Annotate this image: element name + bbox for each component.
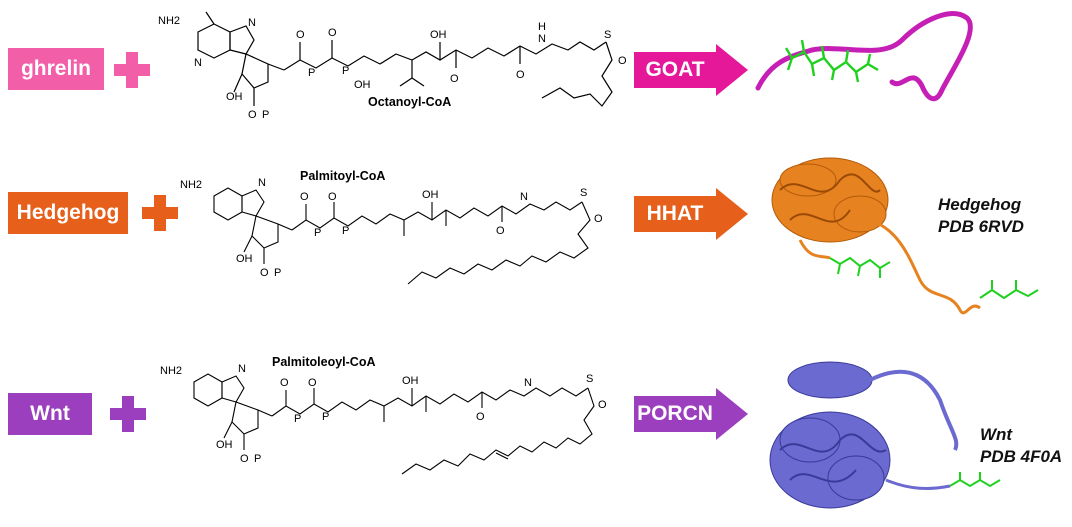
protein-structure-wnt	[769, 361, 1001, 509]
svg-text:O: O	[248, 109, 257, 121]
svg-text:OH: OH	[226, 91, 243, 103]
svg-text:O: O	[240, 453, 249, 465]
svg-text:S: S	[604, 29, 611, 41]
molecule-octanoyl-coa: NH2 N N OH O P O P O P OH OH O O N H S O…	[158, 11, 627, 121]
svg-text:O: O	[296, 29, 305, 41]
svg-text:P: P	[342, 225, 349, 237]
protein-label-hedgehog: Hedgehog	[8, 192, 128, 234]
svg-text:P: P	[342, 65, 349, 77]
svg-text:S: S	[586, 373, 593, 385]
pdb-caption-hedgehog: Hedgehog PDB 6RVD	[938, 194, 1058, 238]
svg-text:N: N	[258, 177, 266, 189]
svg-text:N: N	[248, 17, 256, 29]
arrow-goat	[634, 44, 748, 96]
protein-label-ghrelin: ghrelin	[8, 48, 104, 90]
svg-text:Palmitoyl-CoA: Palmitoyl-CoA	[300, 169, 385, 183]
svg-text:O: O	[300, 191, 309, 203]
svg-text:O: O	[496, 225, 505, 237]
svg-text:O: O	[594, 213, 603, 225]
pdb-name: Hedgehog	[938, 195, 1022, 214]
svg-text:P: P	[294, 413, 301, 425]
plus-icon	[110, 396, 146, 432]
enzyme-label-porcn: PORCN	[637, 402, 713, 425]
molecule-palmitoyl-coa: NH2 N OH O P O P O P OH O N S O Palmitoy…	[180, 169, 603, 285]
svg-text:P: P	[274, 267, 281, 279]
svg-text:H: H	[538, 21, 546, 33]
protein-label-wnt: Wnt	[8, 393, 92, 435]
protein-structure-hedgehog	[771, 157, 1039, 315]
plus-icon	[142, 195, 178, 231]
svg-text:OH: OH	[236, 253, 253, 265]
svg-text:NH2: NH2	[158, 15, 180, 27]
arrow-hhat	[634, 188, 748, 240]
svg-text:P: P	[254, 453, 261, 465]
svg-text:P: P	[308, 67, 315, 79]
svg-text:P: P	[262, 109, 269, 121]
pdb-id: PDB 4F0A	[980, 447, 1063, 466]
svg-text:Palmitoleoyl-CoA: Palmitoleoyl-CoA	[272, 355, 376, 369]
svg-text:OH: OH	[422, 189, 439, 201]
svg-text:OH: OH	[402, 375, 419, 387]
svg-text:O: O	[476, 411, 485, 423]
svg-text:OH: OH	[216, 439, 233, 451]
svg-text:N: N	[524, 377, 532, 389]
svg-text:O: O	[618, 55, 627, 67]
arrow-porcn	[634, 388, 748, 440]
svg-text:P: P	[314, 227, 321, 239]
svg-text:P: P	[322, 411, 329, 423]
svg-text:O: O	[516, 69, 525, 81]
svg-text:S: S	[580, 187, 587, 199]
pdb-caption-wnt: Wnt PDB 4F0A	[980, 424, 1070, 468]
svg-text:N: N	[238, 363, 246, 375]
svg-text:N: N	[194, 57, 202, 69]
svg-text:NH2: NH2	[160, 365, 182, 377]
svg-text:O: O	[260, 267, 269, 279]
svg-text:N: N	[520, 191, 528, 203]
svg-text:NH2: NH2	[180, 179, 202, 191]
molecule-palmitoleoyl-coa: NH2 N OH O P O P O P OH O N S O Palmitol…	[160, 355, 607, 475]
enzyme-label-hhat: HHAT	[646, 202, 704, 225]
plus-icon	[114, 52, 150, 88]
svg-text:Octanoyl-CoA: Octanoyl-CoA	[368, 95, 451, 109]
svg-text:O: O	[280, 377, 289, 389]
protein-structure-ghrelin	[755, 11, 973, 102]
svg-text:O: O	[328, 27, 337, 39]
svg-text:O: O	[308, 377, 317, 389]
enzyme-label-goat: GOAT	[645, 58, 705, 81]
svg-text:O: O	[450, 73, 459, 85]
svg-text:O: O	[598, 399, 607, 411]
svg-text:OH: OH	[354, 79, 371, 91]
svg-text:OH: OH	[430, 29, 447, 41]
svg-text:N: N	[538, 33, 546, 45]
pdb-name: Wnt	[980, 425, 1013, 444]
pdb-id: PDB 6RVD	[938, 217, 1024, 236]
svg-text:O: O	[328, 191, 337, 203]
